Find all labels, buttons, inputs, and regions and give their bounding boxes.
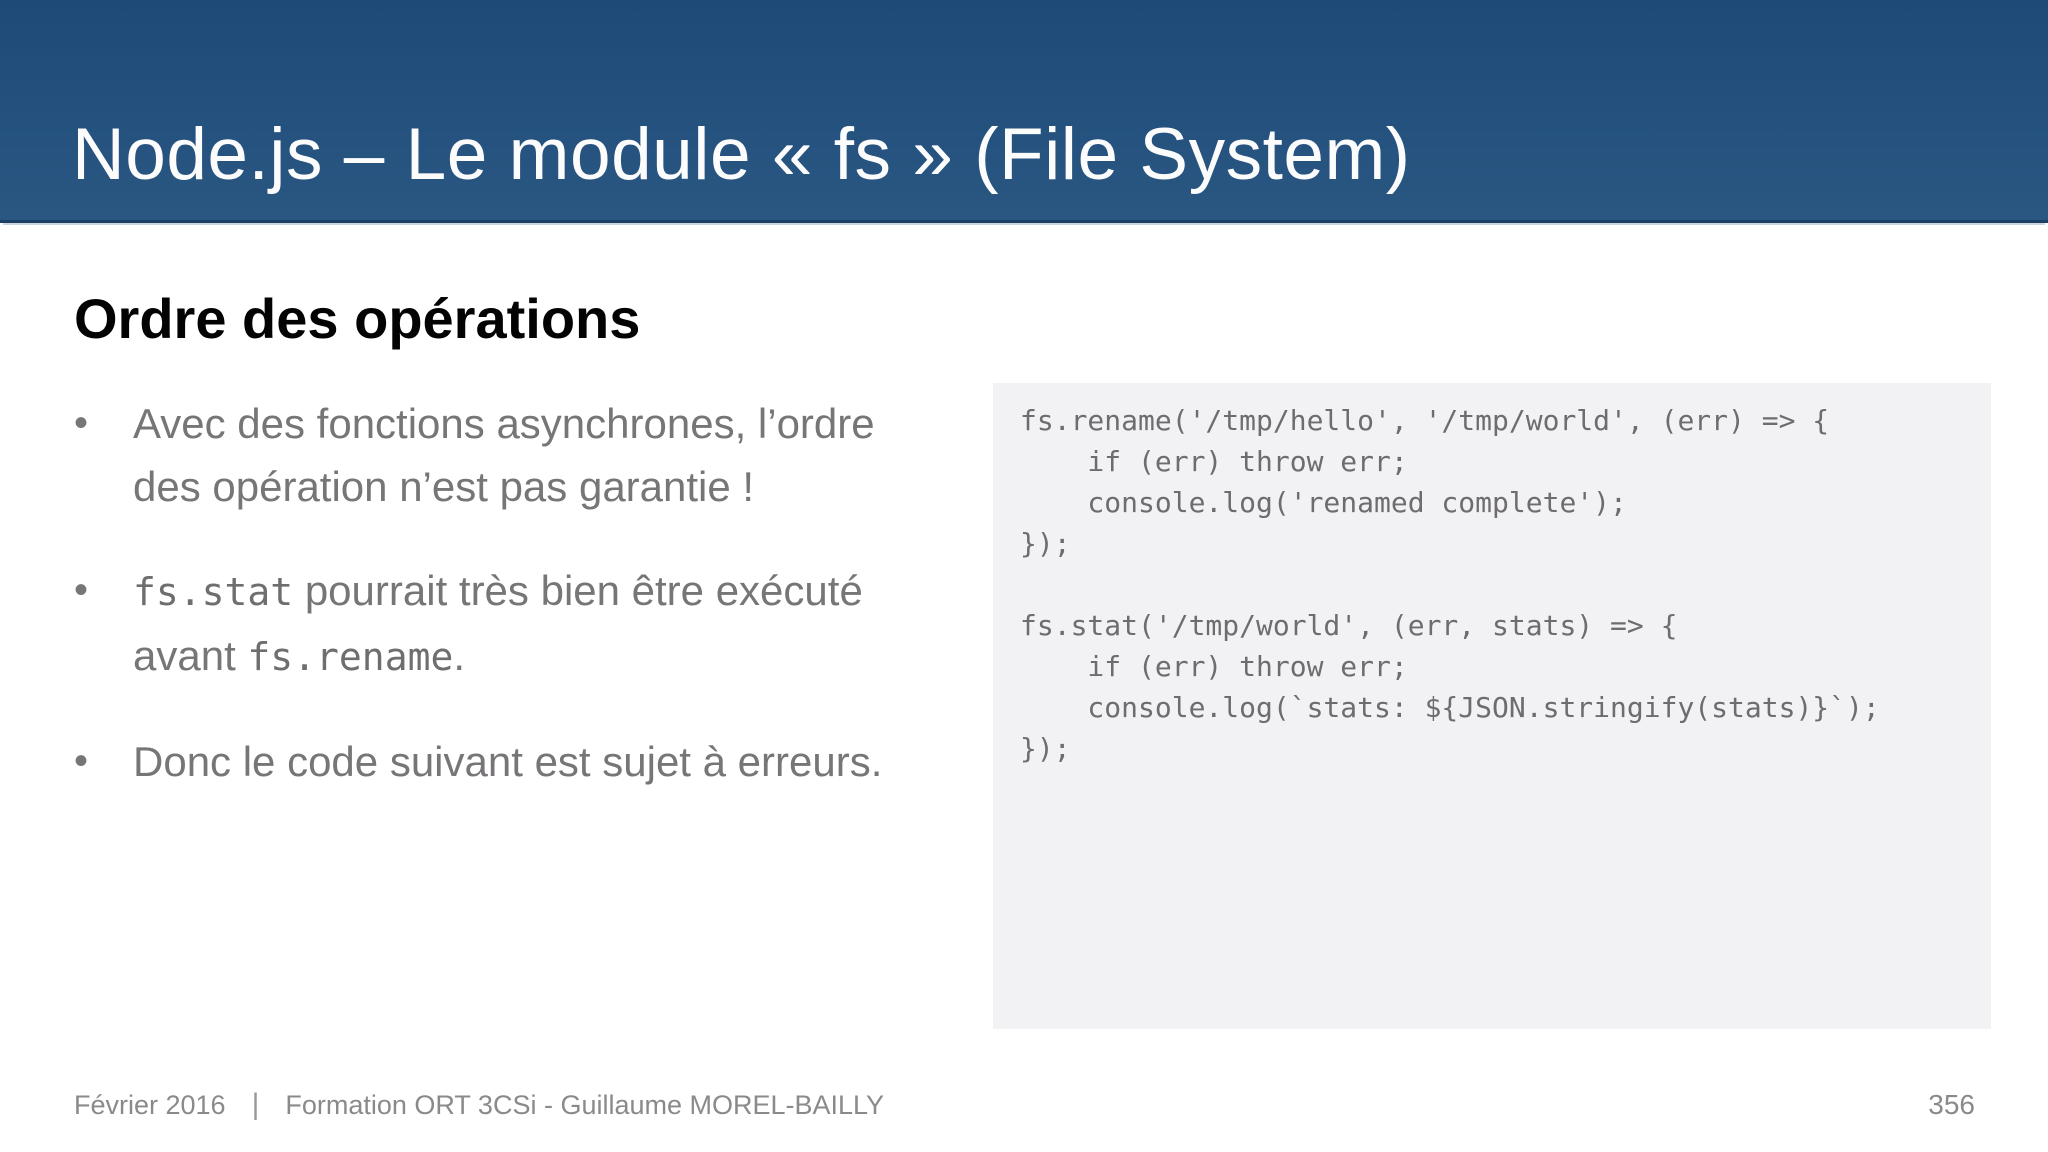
slide-header-band: Node.js – Le module « fs » (File System) — [0, 0, 2048, 223]
footer-course-label: Formation ORT 3CSi - Guillaume MOREL-BAI… — [285, 1089, 885, 1120]
footer-separator: | — [251, 1088, 260, 1121]
text-segment: . — [453, 632, 465, 679]
slide-title: Node.js – Le module « fs » (File System) — [72, 114, 1411, 195]
section-heading: Ordre des opérations — [74, 287, 641, 350]
bullet-item-3: • Donc le code suivant est sujet à erreu… — [74, 730, 914, 793]
bullet-marker: • — [74, 739, 89, 783]
text-segment: Donc le code suivant est sujet à erreurs… — [133, 738, 883, 785]
bullet-list: • Avec des fonctions asynchrones, l’ordr… — [74, 392, 914, 834]
bullet-text-3: Donc le code suivant est sujet à erreurs… — [133, 738, 882, 785]
footer-date: Février 2016 — [74, 1089, 226, 1120]
inline-code: fs.rename — [247, 635, 454, 679]
bullet-item-1: • Avec des fonctions asynchrones, l’ordr… — [74, 392, 914, 518]
bullet-text-1: Avec des fonctions asynchrones, l’ordre … — [133, 400, 875, 510]
bullet-item-2: • fs.stat pourrait très bien être exécut… — [74, 559, 914, 689]
inline-code: fs.stat — [133, 570, 294, 614]
slide-footer: Février 2016 | Formation ORT 3CSi - Guil… — [74, 1088, 1975, 1122]
page-number: 356 — [1928, 1089, 1975, 1120]
bullet-marker: • — [74, 401, 89, 445]
code-block: fs.rename('/tmp/hello', '/tmp/world', (e… — [1020, 404, 1880, 765]
text-segment: Avec des fonctions asynchrones, l’ordre … — [133, 400, 875, 510]
bullet-marker: • — [74, 568, 89, 612]
bullet-text-2: fs.stat pourrait très bien être exécuté … — [133, 567, 863, 679]
text-segment: pourrait très bien être exécuté avant — [133, 567, 863, 679]
code-panel: fs.rename('/tmp/hello', '/tmp/world', (e… — [993, 383, 1991, 1029]
